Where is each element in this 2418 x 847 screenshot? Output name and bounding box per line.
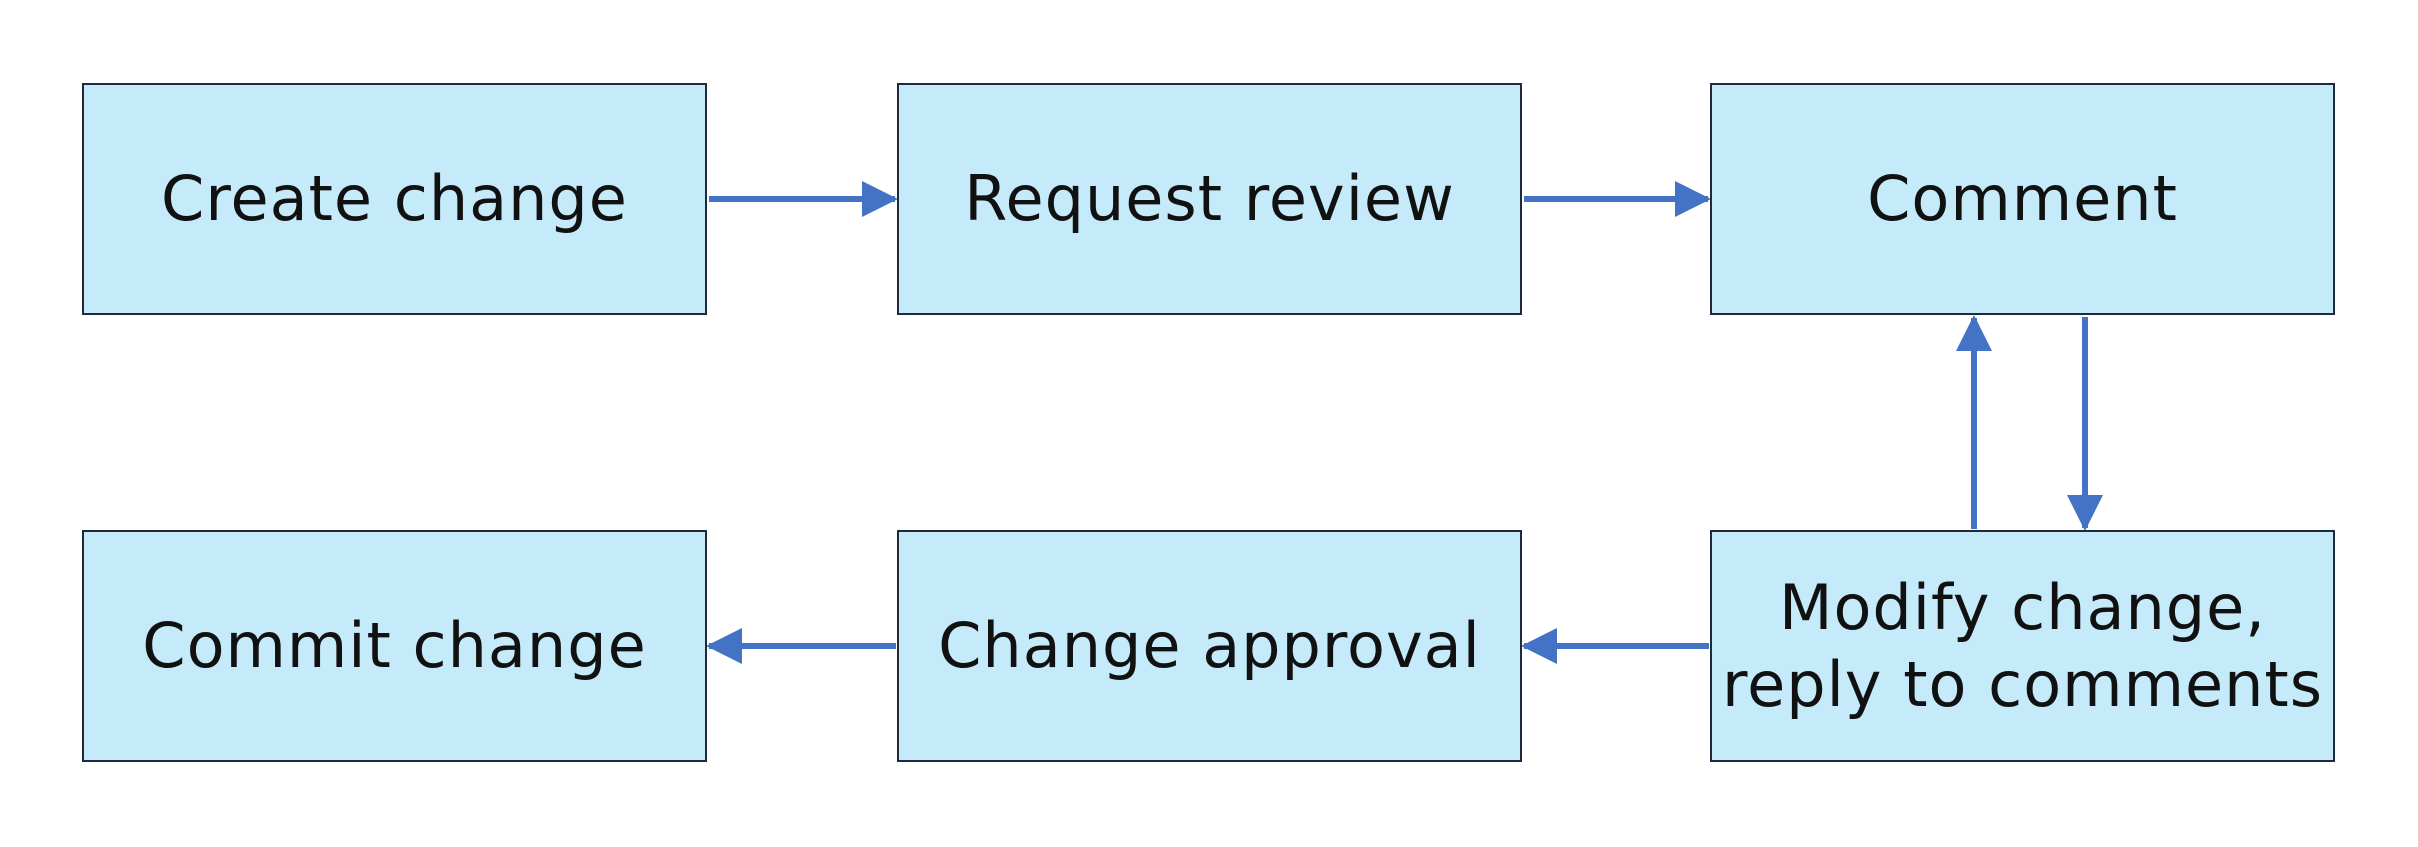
modify-change-label: Modify change, reply to comments [1721, 570, 2324, 722]
commit-change-label: Commit change [142, 609, 647, 683]
request-review-label: Request review [964, 162, 1455, 236]
create-change-box: Create change [82, 83, 707, 315]
request-review-box: Request review [897, 83, 1522, 315]
comment-box: Comment [1710, 83, 2335, 315]
modify-change-box: Modify change, reply to comments [1710, 530, 2335, 762]
create-change-label: Create change [161, 162, 628, 236]
commit-change-box: Commit change [82, 530, 707, 762]
change-approval-label: Change approval [938, 609, 1481, 683]
change-approval-box: Change approval [897, 530, 1522, 762]
comment-label: Comment [1867, 162, 2178, 236]
